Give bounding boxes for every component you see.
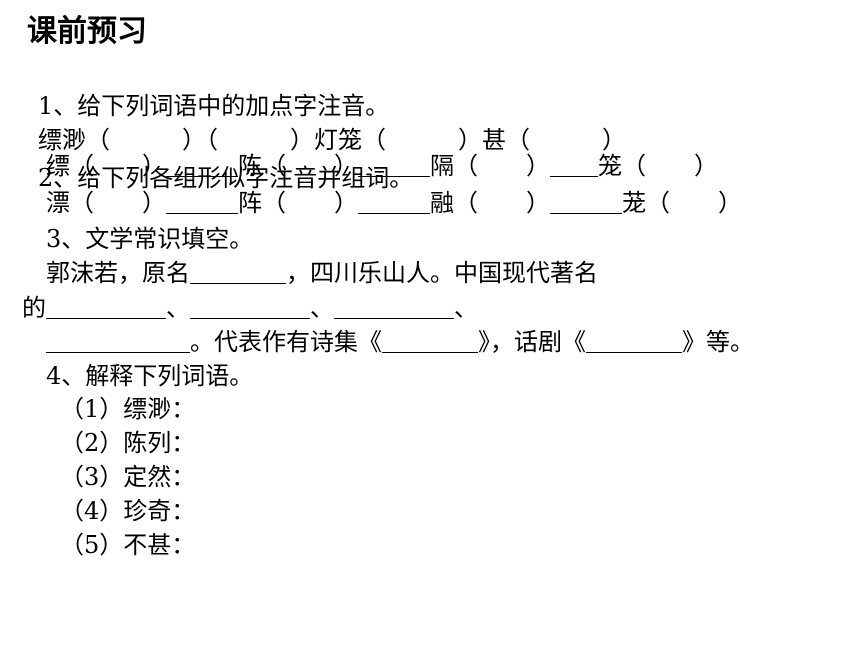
question-2-heading: 2、给下列各组形似字注音并组词。	[38, 164, 414, 192]
question-1-items: 缥渺（ ）（ ）灯笼（ ）甚（ ）	[38, 126, 626, 154]
question-1-heading: 1、给下列词语中的加点字注音。	[38, 92, 390, 120]
question-4-item: （4）珍奇：	[60, 497, 196, 525]
question-4-item: （3）定然：	[60, 463, 196, 491]
question-3-heading: 3、文学常识填空。	[46, 225, 254, 253]
question-4-item: （1）缥渺：	[60, 395, 196, 423]
question-4-heading: 4、解释下列词语。	[46, 362, 254, 390]
page-title: 课前预习	[27, 14, 147, 49]
question-2-row-2: 漂（ ）＿＿＿阵（ ）＿＿＿融（ ）＿＿＿茏（ ）	[46, 189, 742, 217]
question-4-item: （5）不甚：	[60, 531, 196, 559]
question-4-item: （2）陈列：	[60, 429, 196, 457]
question-3-line-1: 郭沫若，原名＿＿＿＿，四川乐山人。中国现代著名	[46, 259, 598, 287]
question-2-row-1: 缥（ ）＿＿＿陈（ ）＿＿＿隔（ ）＿＿笼（ ）	[46, 152, 718, 180]
question-3-line-2: 的＿＿＿＿＿、＿＿＿＿＿、＿＿＿＿＿、	[22, 294, 478, 322]
question-3-line-3: ＿＿＿＿＿＿。代表作有诗集《＿＿＿＿》，话剧《＿＿＿＿》等。	[46, 328, 754, 356]
